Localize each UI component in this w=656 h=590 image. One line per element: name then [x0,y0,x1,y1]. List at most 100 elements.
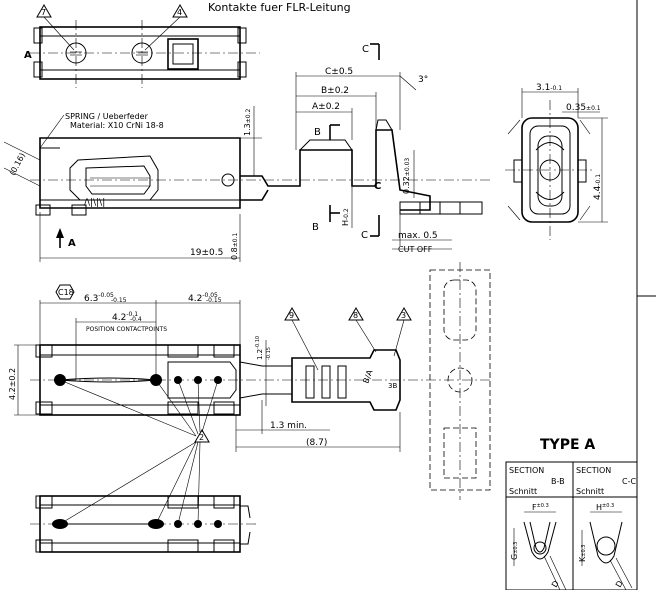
section-b-bottom: B [312,205,340,233]
spring-note-leader [39,114,65,149]
svg-text:-0.15: -0.15 [206,297,222,304]
svg-text:H±0.3: H±0.3 [596,503,614,512]
section-c-bottom: C [361,215,380,241]
dim-c: C±0.5 [295,67,401,150]
view-a-label-top: A [24,50,32,61]
dim-035: 0.35±0.1 [562,103,601,113]
svg-text:3: 3 [401,311,406,320]
svg-text:A±0.2: A±0.2 [312,102,340,112]
dim-19: 19±0.5 [39,212,240,262]
svg-text:(0.16): (0.16) [8,151,27,176]
svg-text:4.2±0.2: 4.2±0.2 [8,368,17,400]
svg-text:max. 0.5: max. 0.5 [398,231,438,241]
carrier-strip [429,262,491,500]
dim-b: B±0.2 [296,86,377,130]
marker-7: 7 [36,4,75,51]
svg-text:POSITION CONTACTPOINTS: POSITION CONTACTPOINTS [86,326,167,333]
svg-text:C-C: C-C [622,477,636,486]
dim-63: 6.3-0.05 -0.15 [39,292,157,374]
svg-text:-0.15: -0.15 [111,297,127,304]
svg-text:3.1-0.1: 3.1-0.1 [536,83,562,93]
svg-text:(8.7): (8.7) [306,438,327,448]
top-view-a [30,20,260,88]
marker-2: 2 [59,379,219,525]
section-circle-c: C [374,181,381,192]
svg-text:2: 2 [199,433,204,442]
spring-note-line2: Material: X10 CrNi 18-8 [70,121,164,130]
section-b-top: B [314,124,340,140]
svg-text:A: A [68,238,76,249]
svg-text:1.3 min.: 1.3 min. [270,421,307,431]
svg-text:7: 7 [41,8,46,17]
plan-view: B/A 3B [30,344,490,416]
svg-text:C18: C18 [58,288,74,297]
side-view: /\|\|\| [30,119,490,216]
svg-text:0.35±0.1: 0.35±0.1 [566,103,601,113]
dim-08: 0.8±0.1 [230,214,241,262]
dim-angle: 3° [399,75,428,91]
svg-text:0.8±0.1: 0.8±0.1 [230,233,239,260]
svg-text:K±0.3: K±0.3 [578,545,587,562]
front-view [505,100,595,240]
svg-text:4: 4 [177,8,182,17]
svg-text:B: B [312,222,319,233]
svg-text:8: 8 [353,311,358,320]
dim-h: H-0.2 [341,186,353,228]
hex-c18: C18 [55,284,75,300]
dim-42-inner: 4.2-0.1 -0.4 POSITION CONTACTPOINTS [75,311,167,380]
svg-text:3°: 3° [418,75,428,85]
svg-text:C: C [362,44,369,55]
marker-4: 4 [144,4,188,51]
dim-12: 1.2-0.10 -0.15 [255,336,272,406]
svg-text:D: D [614,579,625,589]
bottom-view [30,495,256,553]
svg-text:3B: 3B [388,382,397,390]
svg-text:4.2-0.05: 4.2-0.05 [188,292,218,304]
svg-text:9: 9 [289,311,294,320]
dim-13min: 1.3 min. [236,400,330,434]
svg-text:1.2-0.10: 1.2-0.10 [255,336,264,360]
section-c-c-panel: SECTION C-C Schnitt H±0.3 K±0.3 D [572,461,638,590]
spring-note-line1: SPRING / Ueberfeder [65,112,149,121]
dim-016: (0.16) [3,141,41,187]
dim-032: 0.32±0.03 [402,150,415,198]
svg-text:G±0.3: G±0.3 [510,542,519,560]
svg-text:CUT OFF: CUT OFF [398,245,433,254]
dim-87: (8.7) [235,412,401,452]
svg-text:4.4-0.1: 4.4-0.1 [593,174,603,200]
marker-8: 8 [348,307,377,353]
svg-text:Schnitt: Schnitt [509,487,537,496]
dim-42-top: 4.2-0.05 -0.15 [156,292,241,345]
svg-text:C: C [361,230,368,241]
svg-text:19±0.5: 19±0.5 [190,248,223,258]
dim-max05: max. 0.5 CUT OFF [392,214,452,254]
dim-31: 3.1-0.1 [521,83,579,118]
svg-text:H-0.2: H-0.2 [341,208,350,226]
svg-text:-0.15: -0.15 [266,347,272,360]
svg-text:1.3±0.2: 1.3±0.2 [243,109,252,136]
view-a-arrow: A [56,228,76,249]
svg-text:4.2-0.1: 4.2-0.1 [112,311,138,323]
section-b-b-panel: SECTION B-B Schnitt F±0.3 G±0.3 D [505,461,574,590]
svg-text:SECTION: SECTION [576,466,611,475]
type-a-label: TYPE A [540,437,595,453]
svg-text:B/A: B/A [361,368,374,384]
dim-13: 1.3±0.2 [236,106,262,176]
drawing-title: Kontakte fuer FLR-Leitung [208,1,351,14]
svg-text:F±0.3: F±0.3 [532,503,549,512]
svg-text:D: D [550,579,561,589]
svg-text:SECTION: SECTION [509,466,544,475]
dim-a: A±0.2 [296,102,353,140]
marker-3: 3 [393,307,412,357]
dim-42-vert: 4.2±0.2 [8,344,40,416]
dim-44: 4.4-0.1 [578,117,608,223]
svg-text:B±0.2: B±0.2 [321,86,349,96]
svg-text:B: B [314,127,321,138]
svg-text:Schnitt: Schnitt [576,487,604,496]
svg-text:6.3-0.05: 6.3-0.05 [84,292,114,304]
section-c-top: C [362,43,380,60]
marker-9: 9 [284,307,319,371]
svg-text:-0.4: -0.4 [130,316,142,323]
svg-text:C±0.5: C±0.5 [325,67,353,77]
